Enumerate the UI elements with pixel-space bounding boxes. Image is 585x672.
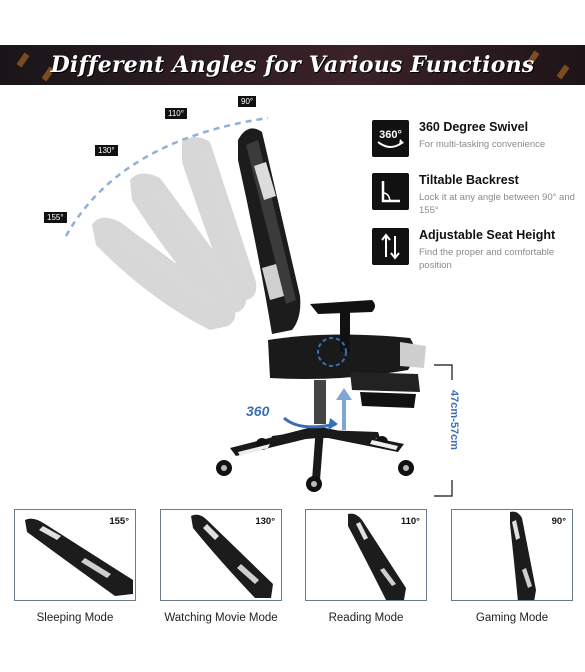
mode-label-gaming: Gaming Mode — [475, 612, 549, 624]
lift-arrows-icon — [336, 388, 352, 430]
mode-angle: 155° — [109, 516, 129, 527]
backrest-angle-icon — [372, 173, 409, 210]
mode-panel-sleeping: 155° — [14, 509, 136, 601]
mode-panel-reading: 110° — [305, 509, 427, 601]
angle-tag-90: 90° — [238, 96, 257, 107]
swivel-arrow-icon — [283, 416, 338, 430]
feature-title: Tiltable Backrest — [419, 173, 519, 187]
mode-label-movie: Watching Movie Mode — [164, 612, 278, 624]
angle-arc — [64, 116, 269, 237]
height-bracket — [434, 364, 453, 497]
height-range-label: 47cm-57cm — [448, 390, 460, 450]
feature-desc: For multi-tasking convenience — [419, 139, 546, 150]
mode-label-reading: Reading Mode — [328, 612, 404, 624]
mode-panel-movie: 130° — [160, 509, 282, 601]
swivel-label: 360 — [246, 403, 270, 419]
height-arrows-icon — [372, 228, 409, 265]
angle-tag-155: 155° — [44, 212, 67, 223]
lever-callout — [317, 337, 347, 367]
angle-tag-110: 110° — [165, 108, 187, 119]
swivel-360-icon: 360° — [372, 120, 409, 157]
title-banner: Different Angles for Various Functions — [0, 45, 585, 85]
angle-tag-130: 130° — [95, 145, 118, 156]
chair-main — [216, 128, 426, 492]
feature-desc: Find the proper and comfortable position — [419, 247, 555, 271]
feature-desc: Lock it at any angle between 90° and 155… — [419, 192, 575, 216]
banner-title: Different Angles for Various Functions — [50, 52, 535, 78]
mode-angle: 110° — [400, 516, 420, 527]
mode-panel-gaming: 90° — [451, 509, 573, 601]
mode-label-sleeping: Sleeping Mode — [36, 612, 114, 624]
svg-text:360°: 360° — [379, 129, 402, 141]
feature-title: 360 Degree Swivel — [419, 120, 529, 134]
mode-angle: 90° — [551, 516, 566, 527]
feature-title: Adjustable Seat Height — [419, 228, 556, 242]
mode-angle: 130° — [255, 516, 275, 527]
